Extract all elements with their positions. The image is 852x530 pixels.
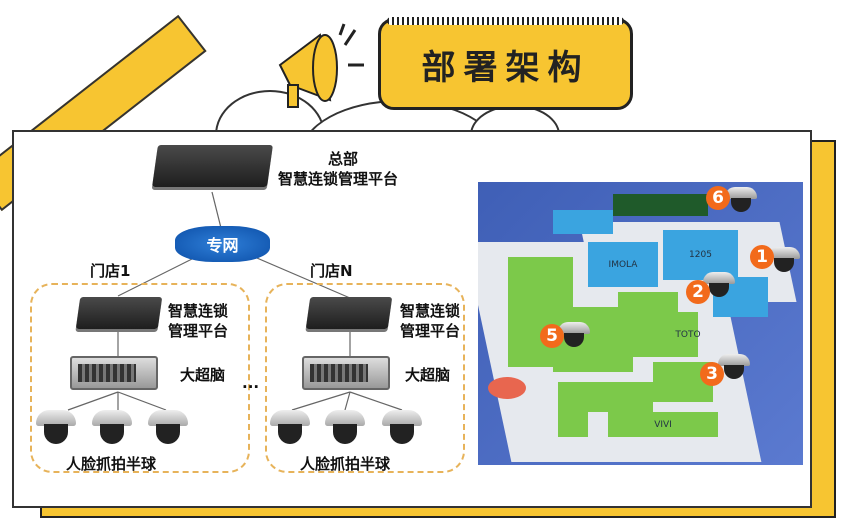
camera-marker-5: 5 (540, 324, 564, 348)
store-n-camera-label: 人脸抓拍半球 (300, 455, 391, 473)
store-n-nvr-label: 大超脑 (405, 366, 451, 384)
store-1-platform-line1: 智慧连锁 (168, 302, 229, 320)
store-1-nvr-icon (70, 356, 158, 390)
store-1-label: 门店1 (90, 262, 131, 280)
map-zone (553, 210, 613, 234)
ellipsis: ... (242, 374, 260, 392)
store-n-label: 门店N (310, 262, 353, 280)
camera-marker-2: 2 (686, 280, 710, 304)
camera-marker-1: 1 (750, 245, 774, 269)
private-network-cloud: 专网 (175, 226, 270, 262)
store-1-nvr-label: 大超脑 (180, 366, 226, 384)
store-1-camera-label: 人脸抓拍半球 (66, 455, 157, 473)
map-zone (588, 382, 653, 412)
map-camera-icon (703, 272, 735, 298)
map-zone (613, 194, 708, 216)
hq-platform-label: 智慧连锁管理平台 (278, 170, 399, 188)
map-camera-icon (768, 247, 800, 273)
camera-icon (325, 410, 365, 446)
megaphone-icon (278, 23, 364, 108)
store-n-server-icon (305, 297, 393, 329)
camera-icon (36, 410, 76, 446)
camera-icon (148, 410, 188, 446)
store-floor-map: IMOLA 1205 TOTO VIVI 6 1 2 3 5 (478, 182, 803, 465)
camera-marker-6: 6 (706, 186, 730, 210)
store-n-group (265, 283, 465, 473)
hq-server-icon (152, 145, 273, 187)
map-camera-icon (718, 354, 750, 380)
camera-icon (270, 410, 310, 446)
map-store-toto: TOTO (675, 312, 701, 357)
section-title: 部署架构 (378, 17, 633, 110)
store-1-platform-line2: 管理平台 (168, 322, 229, 340)
hq-label: 总部 (328, 150, 359, 168)
store-1-server-icon (75, 297, 163, 329)
map-camera-icon (558, 322, 590, 348)
store-1-group (30, 283, 250, 473)
map-you-are-here (488, 377, 526, 399)
map-zone (618, 292, 678, 357)
map-store-imola: IMOLA (588, 242, 658, 287)
map-zone (558, 382, 588, 437)
camera-icon (92, 410, 132, 446)
store-n-platform-line1: 智慧连锁 (400, 302, 461, 320)
map-store-vivi: VIVI (608, 412, 718, 437)
store-n-nvr-icon (302, 356, 390, 390)
store-n-platform-line2: 管理平台 (400, 322, 461, 340)
map-store-1205: 1205 (663, 230, 738, 280)
map-camera-icon (725, 187, 757, 213)
camera-marker-3: 3 (700, 362, 724, 386)
camera-icon (382, 410, 422, 446)
